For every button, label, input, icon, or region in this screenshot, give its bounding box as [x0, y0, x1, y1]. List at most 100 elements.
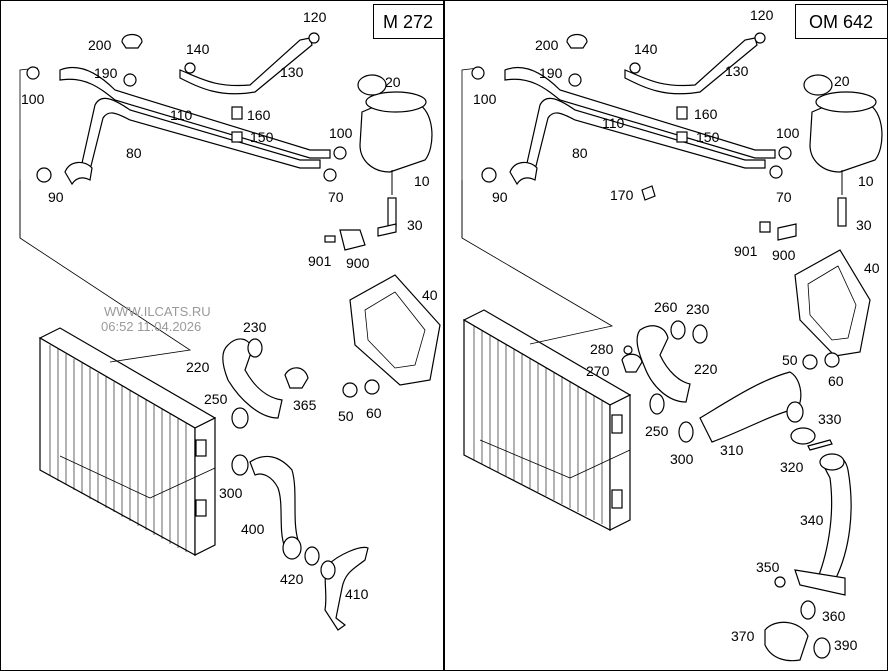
- label-r-120: 120: [750, 7, 774, 23]
- label-r-300: 300: [670, 451, 694, 467]
- label-r-900: 900: [772, 247, 796, 263]
- clamp-140: [184, 62, 196, 74]
- label-r-150: 150: [696, 129, 720, 145]
- label-r-370: 370: [731, 628, 755, 644]
- label-10: 10: [414, 173, 430, 189]
- clamp-390: [813, 637, 831, 659]
- label-r-80: 80: [572, 145, 588, 161]
- label-160: 160: [247, 107, 271, 123]
- label-900: 900: [346, 255, 370, 271]
- label-120: 120: [303, 9, 327, 25]
- label-r-30: 30: [856, 217, 872, 233]
- label-r-50: 50: [782, 352, 798, 368]
- watermark-site: WWW.ILCATS.RU: [104, 304, 211, 319]
- bolt-350: [774, 576, 786, 588]
- clip-320: [807, 439, 833, 451]
- label-r-130: 130: [725, 63, 749, 79]
- label-100a: 100: [21, 91, 45, 107]
- nut-50: [342, 382, 358, 398]
- label-r-70: 70: [776, 189, 792, 205]
- clamp-90: [36, 167, 52, 183]
- label-r-230: 230: [686, 301, 710, 317]
- fitting-170: [641, 185, 656, 201]
- svg-text:M 272: M 272: [383, 12, 433, 32]
- label-40: 40: [422, 287, 438, 303]
- hose-110-r: [504, 66, 776, 159]
- label-365: 365: [293, 397, 317, 413]
- label-r-310: 310: [720, 442, 744, 458]
- clamp-250: [231, 407, 249, 429]
- label-r-20: 20: [834, 73, 850, 89]
- watermark-stamp: 06:52 11.04.2026: [101, 319, 201, 334]
- label-r-40: 40: [864, 260, 880, 276]
- label-130: 130: [280, 64, 304, 80]
- clamp-100b: [333, 146, 347, 160]
- hose-90-r: [509, 161, 538, 186]
- label-r-90: 90: [492, 189, 508, 205]
- clamp-160: [231, 106, 243, 120]
- cap-20: [357, 74, 387, 96]
- label-r-330: 330: [818, 411, 842, 427]
- label-r-220: 220: [694, 361, 718, 377]
- label-300: 300: [219, 485, 243, 501]
- hose-80: [79, 97, 321, 173]
- label-410: 410: [345, 586, 369, 602]
- label-r-140: 140: [634, 41, 658, 57]
- clamp-365: [284, 367, 309, 389]
- label-r-170: 170: [610, 187, 634, 203]
- panel-m272: 100 90 80 110 190 200 140 130 120 160 15…: [19, 9, 441, 631]
- label-r-901: 901: [734, 243, 758, 259]
- expansion-tank: [357, 74, 433, 195]
- oring-230: [247, 338, 263, 358]
- label-400: 400: [241, 521, 265, 537]
- label-100b: 100: [329, 125, 353, 141]
- label-r-360: 360: [822, 608, 846, 624]
- clamp-190: [123, 73, 137, 87]
- engine-title-right: OM 642: [795, 4, 888, 39]
- hose-410: [324, 546, 369, 631]
- clamp-150: [231, 131, 243, 143]
- engine-title-left: M 272: [373, 4, 444, 39]
- label-90: 90: [48, 189, 64, 205]
- label-r-350: 350: [756, 559, 780, 575]
- hose-90: [64, 161, 93, 186]
- label-420: 420: [280, 571, 304, 587]
- label-r-280: 280: [590, 341, 614, 357]
- label-r-60: 60: [828, 373, 844, 389]
- label-r-110: 110: [602, 115, 625, 131]
- hose-80-r: [524, 97, 766, 173]
- leader-lines-right: [461, 67, 631, 479]
- label-80: 80: [126, 145, 142, 161]
- clamp-200: [121, 33, 143, 49]
- label-r-390: 390: [834, 637, 858, 653]
- hose-370: [764, 621, 809, 662]
- label-50: 50: [338, 408, 354, 424]
- label-250: 250: [204, 391, 228, 407]
- label-r-270: 270: [586, 363, 610, 379]
- label-30: 30: [407, 217, 423, 233]
- clamp-300: [231, 454, 249, 476]
- label-r-100b: 100: [776, 125, 800, 141]
- clamp-120: [308, 32, 320, 44]
- clamp-100: [26, 66, 40, 80]
- hose-110: [59, 66, 331, 159]
- hose-310: [699, 371, 802, 443]
- washer-60: [364, 379, 380, 395]
- clamp-70: [323, 168, 337, 182]
- panel-om642: 100 90 80 110 190 200 140 130 120 160 15…: [461, 7, 883, 662]
- label-220: 220: [186, 359, 210, 375]
- expansion-tank-r: [803, 74, 883, 195]
- label-230: 230: [243, 319, 267, 335]
- label-r-100a: 100: [473, 91, 497, 107]
- label-20: 20: [385, 74, 401, 90]
- label-r-250: 250: [645, 423, 669, 439]
- svg-text:OM 642: OM 642: [809, 12, 873, 32]
- sensor-30: [387, 197, 397, 227]
- label-200: 200: [88, 37, 112, 53]
- label-150: 150: [250, 129, 274, 145]
- label-r-190: 190: [539, 65, 563, 81]
- label-901: 901: [308, 253, 332, 269]
- label-140: 140: [186, 41, 210, 57]
